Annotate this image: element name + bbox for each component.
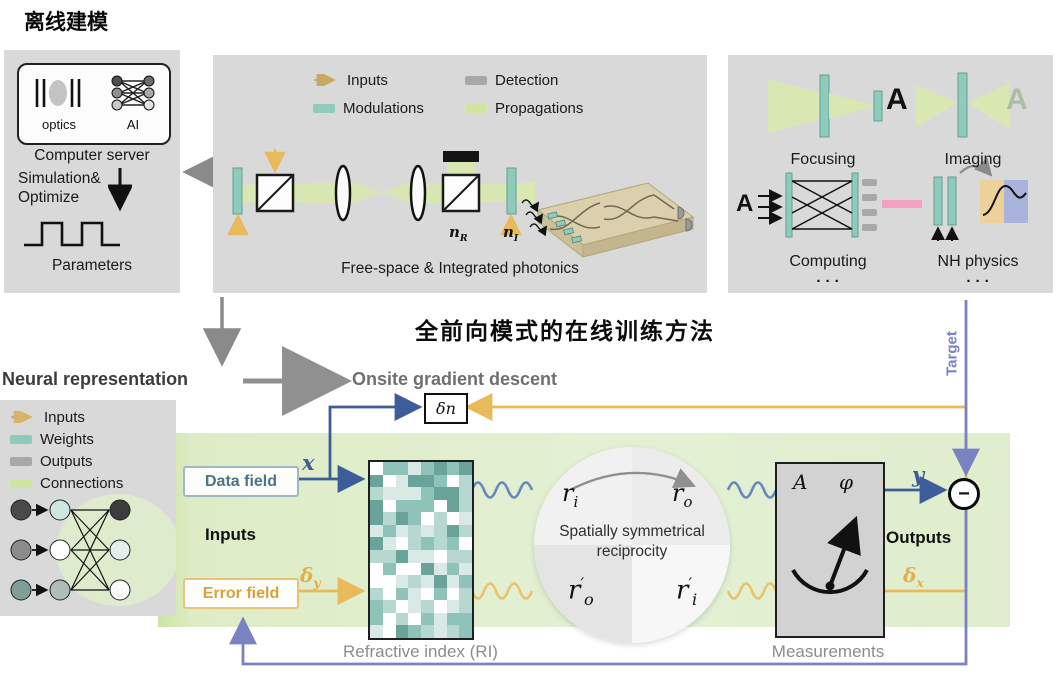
lens-1	[334, 164, 352, 222]
detection-icon	[465, 75, 487, 85]
nh-physics-graphic	[931, 157, 1028, 241]
measurement-box: A φ	[775, 462, 885, 638]
imaging-letter-a-flipped: A	[1006, 83, 1028, 116]
pink-bar	[882, 200, 922, 208]
x-symbol: x	[302, 450, 315, 475]
square-wave-icon	[24, 221, 120, 247]
flow-legend-weights: Weights	[40, 430, 94, 448]
modulator-bar-1	[232, 167, 243, 215]
optics-label: optics	[42, 117, 76, 132]
beam-splitter-1	[255, 173, 295, 213]
inputs-arrow-icon	[314, 74, 336, 86]
amplitude-symbol: A	[793, 470, 808, 494]
applications-graphics	[758, 72, 1028, 241]
reciprocity-circle: ri ro Spatially symmetrical reciprocity …	[534, 447, 730, 643]
r-in-prime-symbol: r′i	[676, 575, 698, 609]
nh-ellipsis: · · ·	[966, 273, 990, 290]
offline-panel: optics AI Computer server Simulation& Op…	[4, 50, 180, 293]
legend-detection-label: Detection	[495, 71, 559, 89]
optical-bench-graphic	[227, 149, 695, 259]
flow-legend-connections: Connections	[40, 474, 124, 492]
imaging-label: Imaging	[944, 151, 1002, 168]
simulation-label-line1: Simulation&	[18, 170, 101, 187]
photonics-caption: Free-space & Integrated photonics	[341, 260, 579, 277]
focusing-graphic	[768, 74, 883, 138]
nR-label: nR	[449, 223, 468, 244]
legend-inputs-label: Inputs	[347, 71, 388, 89]
r-in-symbol: ri	[562, 479, 579, 511]
wave-yellow-right	[726, 582, 778, 600]
beam-splitter-2	[441, 173, 481, 213]
optimize-down-arrow	[108, 168, 132, 212]
computer-server-label: Computer server	[34, 147, 150, 164]
computer-server-box: optics AI	[17, 63, 171, 145]
delta-x-symbol: δx	[903, 563, 924, 590]
r-out-prime-symbol: r′o	[568, 575, 594, 609]
minus-sign: −	[958, 483, 970, 505]
flow-inputs-arrow-icon	[11, 411, 33, 423]
modulations-icon	[313, 103, 335, 113]
error-field-box: Error field	[183, 578, 299, 609]
imaging-graphic	[916, 72, 1010, 138]
ri-caption: Refractive index (RI)	[343, 642, 498, 661]
reciprocity-text-line1: Spatially symmetrical	[559, 523, 705, 540]
simulation-label-line2: Optimize	[18, 189, 80, 206]
flow-legend-outputs: Outputs	[40, 452, 93, 470]
delta-y-symbol: δy	[300, 563, 321, 590]
connections-icon	[10, 478, 32, 488]
inputs-band-label: Inputs	[205, 525, 256, 544]
computing-letter-a: A	[736, 190, 754, 217]
modulator-bar-2	[506, 167, 517, 215]
reciprocity-text-line2: reciprocity	[596, 543, 668, 560]
flow-legend-panel: Inputs Weights Outputs Connections	[0, 400, 176, 616]
minus-comparator: −	[948, 478, 980, 510]
target-label: Target	[943, 331, 961, 376]
photonic-chip-graphic	[521, 182, 695, 259]
weights-icon	[10, 434, 32, 444]
parameters-label: Parameters	[51, 257, 133, 274]
outputs-icon	[10, 456, 32, 466]
neural-network-graphic	[10, 494, 176, 606]
wave-blue-right	[726, 481, 778, 499]
arrow-feedback-loop	[229, 509, 968, 666]
reciprocity-arrow	[571, 468, 696, 491]
wave-yellow-left	[470, 582, 534, 600]
outputs-band-label: Outputs	[886, 528, 952, 547]
phase-symbol: φ	[839, 470, 854, 494]
legend-propagations-label: Propagations	[495, 99, 584, 117]
ri-block	[368, 460, 474, 640]
optics-icon	[35, 79, 81, 107]
y-symbol: y	[912, 462, 925, 487]
computing-ellipsis: · · ·	[816, 273, 840, 290]
offline-heading: 离线建模	[24, 11, 108, 34]
data-field-box: Data field	[183, 466, 299, 497]
applications-panel: A A A Focusing Imaging Computing NH phys…	[728, 55, 1053, 293]
focusing-label: Focusing	[790, 151, 856, 168]
computing-graphic	[758, 172, 922, 238]
delta-n-box: δn	[424, 393, 468, 424]
lens-2	[409, 164, 427, 222]
main-title: 全前向模式的在线训练方法	[415, 318, 715, 344]
r-out-symbol: ro	[672, 479, 693, 511]
meter-gauge-icon	[791, 515, 869, 595]
neural-representation-label: Neural representation	[2, 369, 189, 389]
measurements-caption: Measurements	[771, 642, 885, 661]
photonics-panel: Inputs Modulations Detection Propagation…	[213, 55, 707, 293]
propagations-icon	[465, 103, 487, 113]
imaging-letter-a: A	[886, 83, 908, 116]
computing-label: Computing	[789, 253, 867, 270]
detector-bar	[443, 151, 479, 162]
nh-physics-label: NH physics	[937, 253, 1019, 270]
ri-grid	[370, 462, 472, 638]
nI-label: nI	[503, 223, 519, 244]
legend-modulations-label: Modulations	[343, 99, 424, 117]
wave-blue-left	[470, 481, 534, 499]
flow-legend-inputs: Inputs	[44, 408, 85, 426]
ai-label: AI	[126, 117, 140, 132]
ai-network-icon	[111, 75, 155, 111]
onsite-gradient-label: Onsite gradient descent	[352, 369, 558, 389]
arrow-x-to-deltan	[328, 393, 423, 479]
